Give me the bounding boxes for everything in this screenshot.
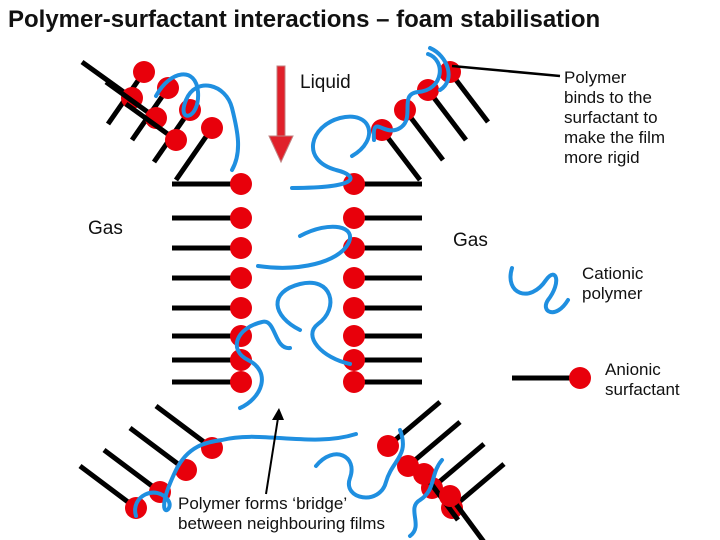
polymer-binds-pointer — [451, 64, 561, 78]
polymer-chain-0 — [154, 72, 241, 172]
surfactant-left-wall-7-head — [230, 371, 252, 393]
surfactant-left-wall-6-head — [230, 349, 252, 371]
surfactant-lower-right-2-tail — [430, 442, 486, 490]
surfactant-right-wall-4-head — [343, 297, 365, 319]
gas-label-left: Gas — [88, 218, 123, 239]
surfactant-lower-left-1-tail — [128, 426, 188, 472]
polymer-chain-5 — [234, 319, 292, 410]
surfactant-upper-left-1-head — [157, 77, 179, 99]
surfactant-lower-right-1-tail — [406, 420, 462, 468]
liquid-label: Liquid — [300, 72, 351, 93]
surfactant-left-wall-2-head — [230, 237, 252, 259]
polymer-chain-4 — [275, 280, 352, 366]
legend-anionic-surfactant-head — [569, 367, 591, 389]
surfactant-upper-left-3-head — [201, 117, 223, 139]
polymer-binds-label: Polymer binds to the surfactant to make … — [564, 68, 666, 167]
surfactant-left-wall-0-head — [230, 173, 252, 195]
surfactant-upper-right-2-head — [394, 99, 416, 121]
cationic-polymer-label: Cationic polymer — [582, 264, 644, 303]
surfactant-left-wall-4-head — [230, 297, 252, 319]
polymer-chain-3 — [256, 224, 352, 270]
surfactant-lower-left-0-tail — [154, 404, 214, 450]
surfactant-right-wall-6-head — [343, 349, 365, 371]
surfactant-lower-right-outer-0-head — [413, 463, 435, 485]
bridge-pointer-head — [272, 408, 284, 420]
bridge-pointer-line — [265, 417, 279, 495]
surfactant-left-wall-1-head — [230, 207, 252, 229]
surfactant-upper-left-0-head — [133, 61, 155, 83]
surfactant-lower-left-2-tail — [102, 448, 162, 494]
diagram-title: Polymer-surfactant interactions – foam s… — [8, 6, 601, 33]
surfactant-lower-right-0-head — [377, 435, 399, 457]
surfactant-right-wall-3-head — [343, 267, 365, 289]
surfactant-right-wall-5-head — [343, 325, 365, 347]
surfactant-lower-left-3-tail — [78, 464, 138, 510]
polymer-chain-1 — [371, 52, 442, 142]
anionic-surfactant-label: Anionic surfactant — [605, 360, 680, 399]
surfactant-upper-left-outer-2-head — [165, 129, 187, 151]
polymer-chain-top-right — [428, 46, 451, 92]
liquid-arrow-head — [268, 135, 294, 164]
polymer-chain-7 — [314, 428, 405, 500]
surfactant-lower-right-3-tail — [450, 462, 506, 510]
surfactant-left-wall-3-head — [230, 267, 252, 289]
polymer-chain-8 — [408, 458, 444, 538]
surfactant-right-wall-0-head — [343, 173, 365, 195]
surfactant-right-wall-1-head — [343, 207, 365, 229]
legend-cationic-polymer — [508, 266, 570, 314]
polymer-chain-2 — [290, 114, 372, 190]
surfactant-right-wall-7-head — [343, 371, 365, 393]
surfactant-lower-right-outer-1-head — [439, 485, 461, 507]
liquid-arrow-shaft — [276, 65, 286, 139]
surfactant-lower-right-0-tail — [386, 400, 442, 448]
gas-label-right: Gas — [453, 230, 488, 251]
bridge-label: Polymer forms ‘bridge’ between neighbour… — [178, 494, 385, 533]
